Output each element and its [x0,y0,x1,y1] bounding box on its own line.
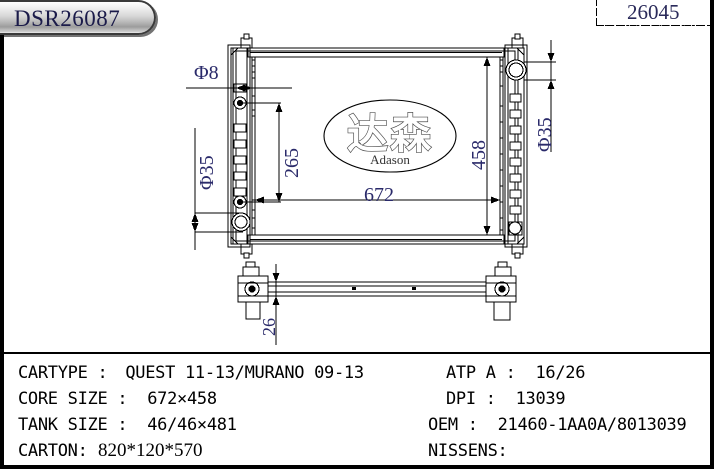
mount-post-top-right [511,33,524,49]
logo-ellipse [323,99,457,173]
spec-separator [4,352,710,354]
dim-phi35-right [524,40,556,152]
spec-row-cartype: CARTYPE : QUEST 11-13/MURANO 09-13 [18,360,364,386]
spec-label-nissens: NISSENS: [428,441,508,461]
left-tank [227,44,251,248]
dim-458 [483,57,491,235]
top-rail [247,47,505,58]
spec-value-core-size: 672×458 [147,389,217,409]
spec-label-dpi: DPI : [446,389,496,409]
spec-value-dpi: 13039 [515,389,566,409]
spec-row-oem: OEM : 21460-1AA0A/8013039 [428,412,687,438]
dim-265 [243,102,283,203]
spec-value-atp: 16/26 [535,363,586,383]
bottom-rail [247,234,505,245]
side-view-left-tank [237,261,269,320]
logo-chinese-text: 达森 [346,109,433,158]
dim-label-phi8: Φ8 [194,62,219,84]
dim-26 [272,264,280,345]
code-box-left-rule [596,0,597,26]
spec-row-tank-size: TANK SIZE : 46/46×481 [18,412,237,438]
spec-label-oem: OEM : [428,415,478,435]
dim-label-265: 265 [281,148,303,178]
spec-label-tank-size: TANK SIZE : [18,415,128,435]
spec-label-cartype: CARTYPE : [18,363,108,383]
spec-block: CARTYPE : QUEST 11-13/MURANO 09-13 CORE … [0,356,714,469]
dim-label-26: 26 [259,318,279,336]
side-view [237,261,517,345]
drawing-code-box: 26045 [596,0,711,26]
dim-label-phi35-left: Φ35 [196,155,218,190]
spec-value-tank-size: 46/46×481 [147,415,237,435]
spec-value-cartype: QUEST 11-13/MURANO 09-13 [125,363,364,383]
radiator-technical-drawing [186,33,556,345]
dim-phi35-left [191,128,243,250]
spec-row-nissens: NISSENS: [428,438,517,464]
spec-label-carton: CARTON: [18,441,88,461]
side-view-right-tank [485,261,517,321]
spec-label-core-size: CORE SIZE : [18,389,128,409]
spec-row-carton: CARTON: 820*120*570 [18,438,203,464]
drawing-code-value: 26045 [627,0,680,24]
spec-row-core-size: CORE SIZE : 672×458 [18,386,217,412]
frame-border-right [710,0,714,469]
dim-label-458: 458 [468,140,490,170]
frame-border-bottom [0,465,714,469]
code-box-bottom-rule [597,25,711,26]
spec-value-oem: 21460-1AA0A/8013039 [497,415,687,435]
dim-phi8 [186,80,292,96]
spec-value-carton: 820*120*570 [98,440,203,461]
spec-row-dpi: DPI : 13039 [446,386,566,412]
title-badge: DSR26087 [0,0,156,35]
dim-672 [254,190,501,212]
logo-english-text: Adason [370,152,410,167]
dim-label-672: 672 [364,184,394,206]
spec-row-atp: ATP A : 16/26 [446,360,585,386]
frame-border-left [0,0,4,469]
spec-label-atp: ATP A : [446,363,516,383]
brand-logo: 达森 Adason [316,96,464,182]
mount-post-bottom-right [511,243,524,259]
dim-label-phi35-right: Φ35 [534,117,556,152]
title-badge-label: DSR26087 [14,6,121,31]
right-tank [504,44,528,248]
